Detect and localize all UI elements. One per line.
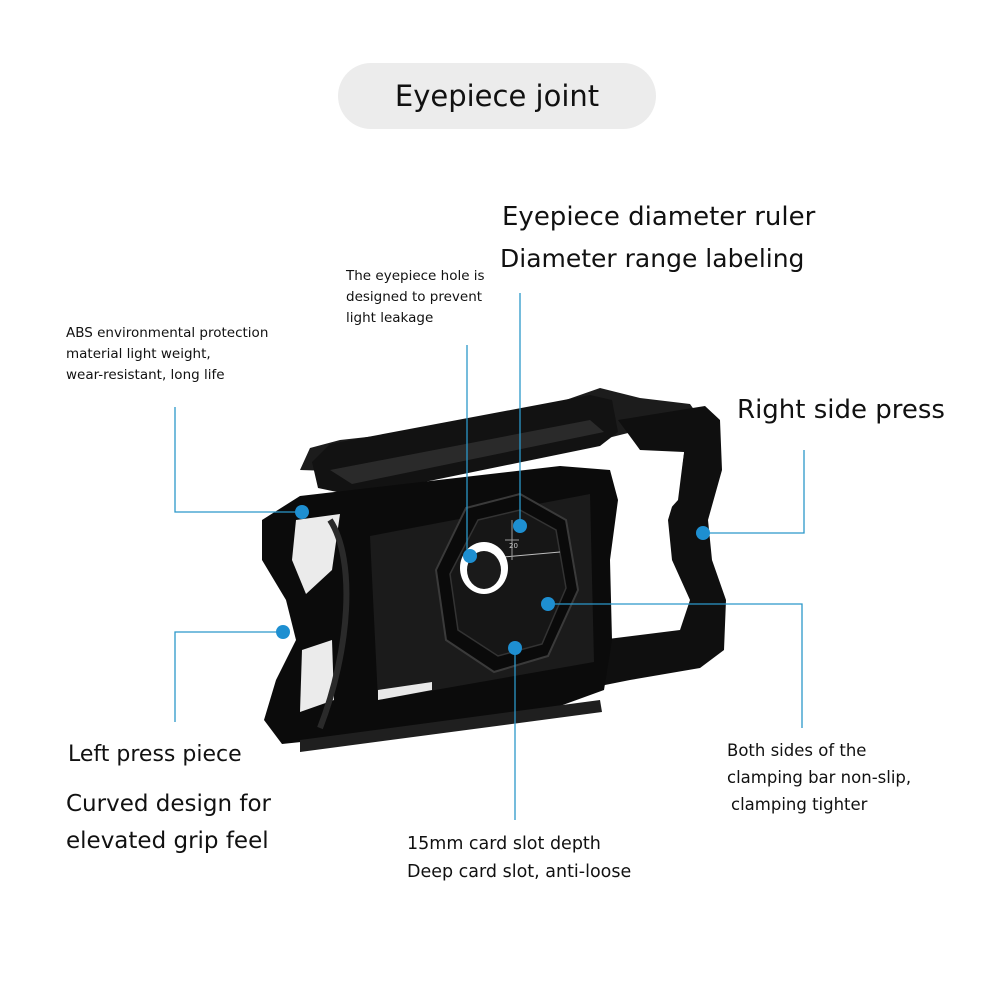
abs-callout: ABS environmental protection material li… — [66, 325, 269, 383]
ruler-title: Eyepiece diameter ruler — [502, 202, 816, 232]
curved-callout: Curved design for elevated grip feel — [66, 791, 272, 854]
leader-clamp — [548, 603, 803, 728]
hole-callout: The eyepiece hole is designed to prevent… — [346, 268, 485, 326]
marker-dot — [513, 519, 527, 533]
ruler-mark: 20 — [509, 542, 518, 550]
leader-abs — [174, 407, 302, 513]
left-press-label: Left press piece — [68, 742, 242, 767]
marker-dot — [295, 505, 309, 519]
marker-dot — [276, 625, 290, 639]
marker-dot — [463, 549, 477, 563]
marker-dot — [508, 641, 522, 655]
leader-left-press — [174, 631, 283, 722]
marker-dot — [541, 597, 555, 611]
ruler-subtitle: Diameter range labeling — [500, 244, 805, 273]
marker-dot — [696, 526, 710, 540]
eyepiece-adapter-image — [262, 388, 726, 752]
title-pill: Eyepiece joint — [338, 63, 656, 129]
slot-callout: 15mm card slot depth Deep card slot, ant… — [407, 834, 632, 882]
clamp-callout: Both sides of the clamping bar non-slip,… — [727, 741, 912, 814]
right-press-label: Right side press — [737, 395, 945, 425]
page-title: Eyepiece joint — [394, 79, 600, 113]
leader-right-press — [703, 450, 805, 534]
